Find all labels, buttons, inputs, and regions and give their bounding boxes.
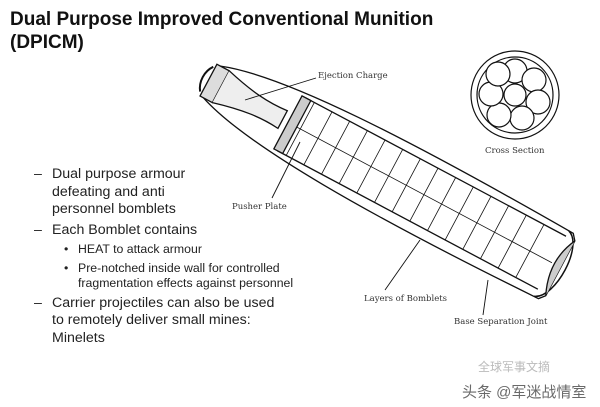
cross-section-drawing bbox=[470, 50, 560, 140]
dash: – bbox=[34, 294, 42, 311]
leader-lines bbox=[244, 77, 489, 316]
label-pusher-plate: Pusher Plate bbox=[232, 202, 287, 212]
label-ejection-charge: Ejection Charge bbox=[318, 71, 388, 81]
slide-title: Dual Purpose Improved Conventional Munit… bbox=[10, 9, 434, 53]
label-base-separation-joint: Base Separation Joint bbox=[454, 317, 548, 327]
sub-bullet-prenotched: • Pre-notched inside wall for controlled … bbox=[34, 261, 308, 292]
bomblet-layers bbox=[285, 102, 545, 278]
label-layers-of-bomblets: Layers of Bomblets bbox=[364, 294, 448, 304]
dash: – bbox=[34, 166, 42, 182]
bullet-list: –Dual purpose armour defeating and anti … bbox=[34, 166, 308, 350]
sub-bullet-heat: • HEAT to attack armour bbox=[34, 242, 308, 258]
watermark: 头条 @军迷战情室 bbox=[462, 384, 587, 401]
bullet-text: Carrier projectiles can also be used to … bbox=[52, 294, 275, 346]
dot: • bbox=[64, 260, 69, 275]
bullet-text: Pre-notched inside wall for controlled f… bbox=[78, 260, 294, 291]
bullet-dual-purpose: –Dual purpose armour defeating and anti … bbox=[34, 166, 222, 219]
bullet-carrier: –Carrier projectiles can also be used to… bbox=[34, 295, 277, 348]
label-cross-section: Cross Section bbox=[485, 146, 545, 156]
bullet-each-bomblet: –Each Bomblet contains bbox=[34, 222, 308, 240]
dash: – bbox=[34, 221, 42, 238]
dot: • bbox=[64, 242, 69, 256]
bullet-text: Dual purpose armour defeating and anti p… bbox=[52, 166, 186, 217]
watermark-faint: 全球军事文摘 bbox=[478, 360, 551, 374]
bullet-text: HEAT to attack armour bbox=[78, 242, 202, 256]
projectile-body bbox=[198, 63, 576, 300]
bullet-text: Each Bomblet contains bbox=[52, 221, 198, 238]
